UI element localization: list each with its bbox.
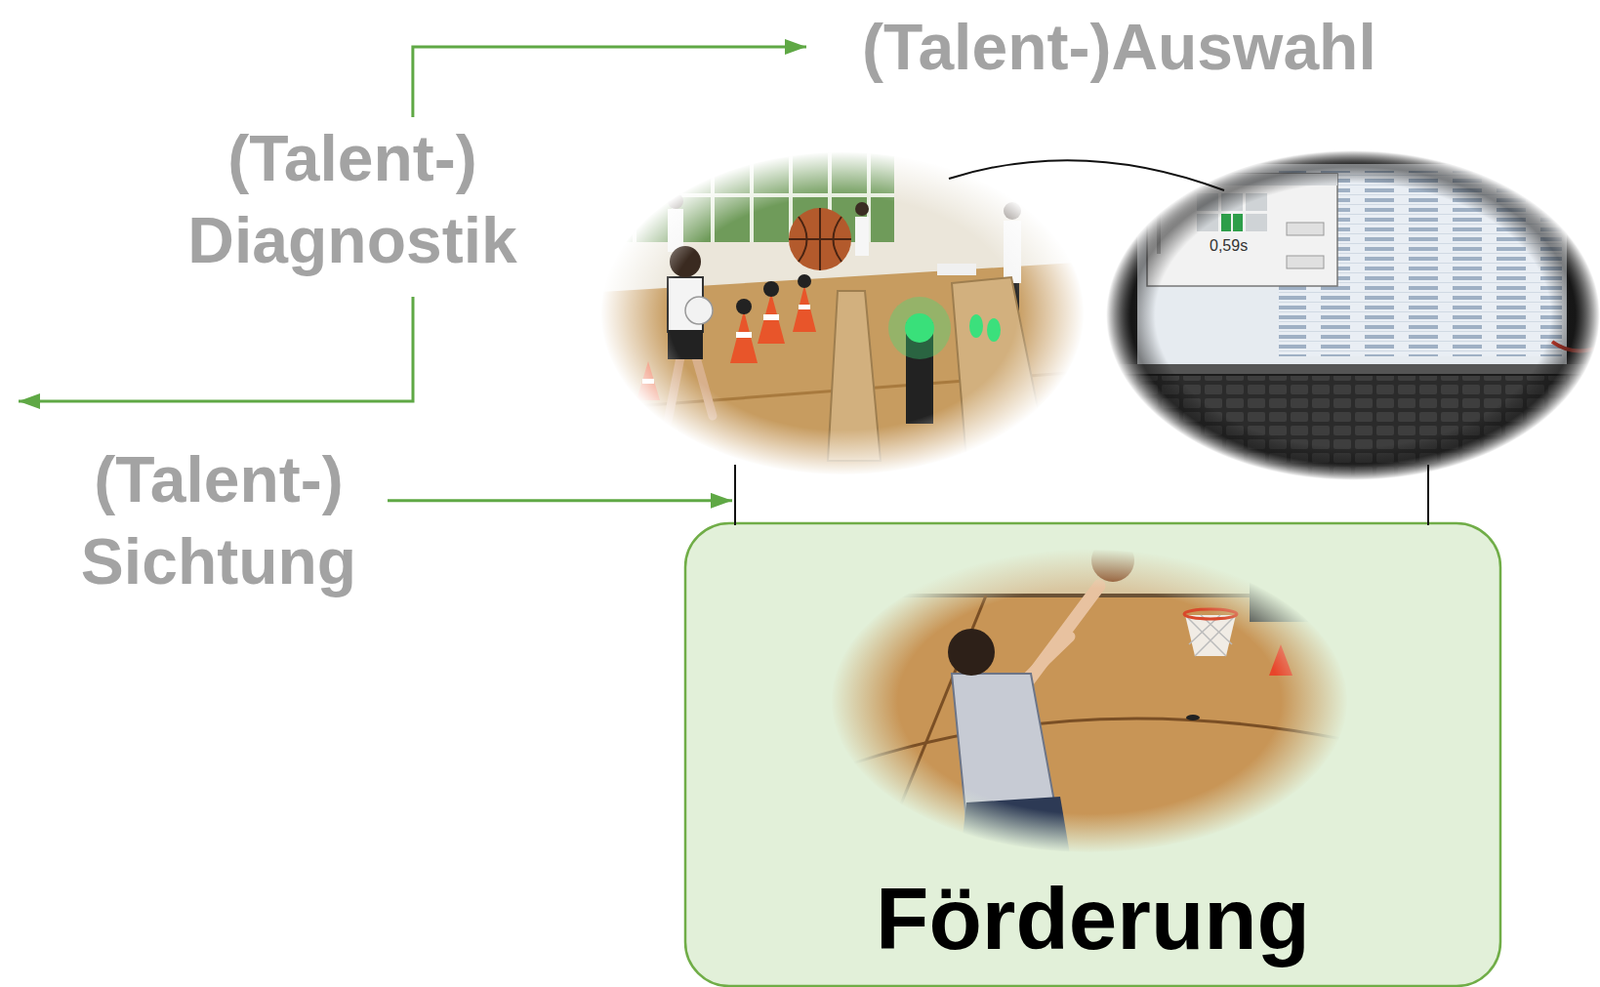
- stage-label: (Talent-) Diagnostik: [165, 117, 539, 282]
- stage-label: (Talent-)Auswahl: [861, 9, 1377, 84]
- node-text: (Talent-) Sichtung: [68, 438, 370, 603]
- flow-arrow: [412, 46, 807, 118]
- player-photo: [829, 538, 1357, 860]
- stage-label: (Talent-) Sichtung: [68, 438, 370, 603]
- bracket-line: [1427, 464, 1430, 526]
- bracket-line: [734, 464, 737, 526]
- flow-arrow: [18, 296, 413, 402]
- node-text: (Talent-)Auswahl: [861, 9, 1377, 84]
- node-text: Förderung: [685, 870, 1501, 967]
- photo-fade: [600, 151, 1085, 476]
- gym-wall: [585, 146, 1094, 479]
- photo-fade: [1106, 150, 1600, 481]
- laptop-bezel: [1093, 146, 1600, 489]
- photo-fade: [830, 548, 1349, 854]
- node-text: (Talent-) Diagnostik: [165, 117, 539, 282]
- timer-value: 0,59s: [1209, 237, 1248, 255]
- gym-floor: [829, 546, 1357, 860]
- panel-ground: [685, 523, 1501, 986]
- support-panel: Förderung: [685, 523, 1501, 986]
- flow-arrow: [387, 498, 733, 502]
- test-photo: [585, 146, 1094, 479]
- laptop-photo: [1093, 146, 1600, 489]
- bracket-arc: [948, 160, 1225, 191]
